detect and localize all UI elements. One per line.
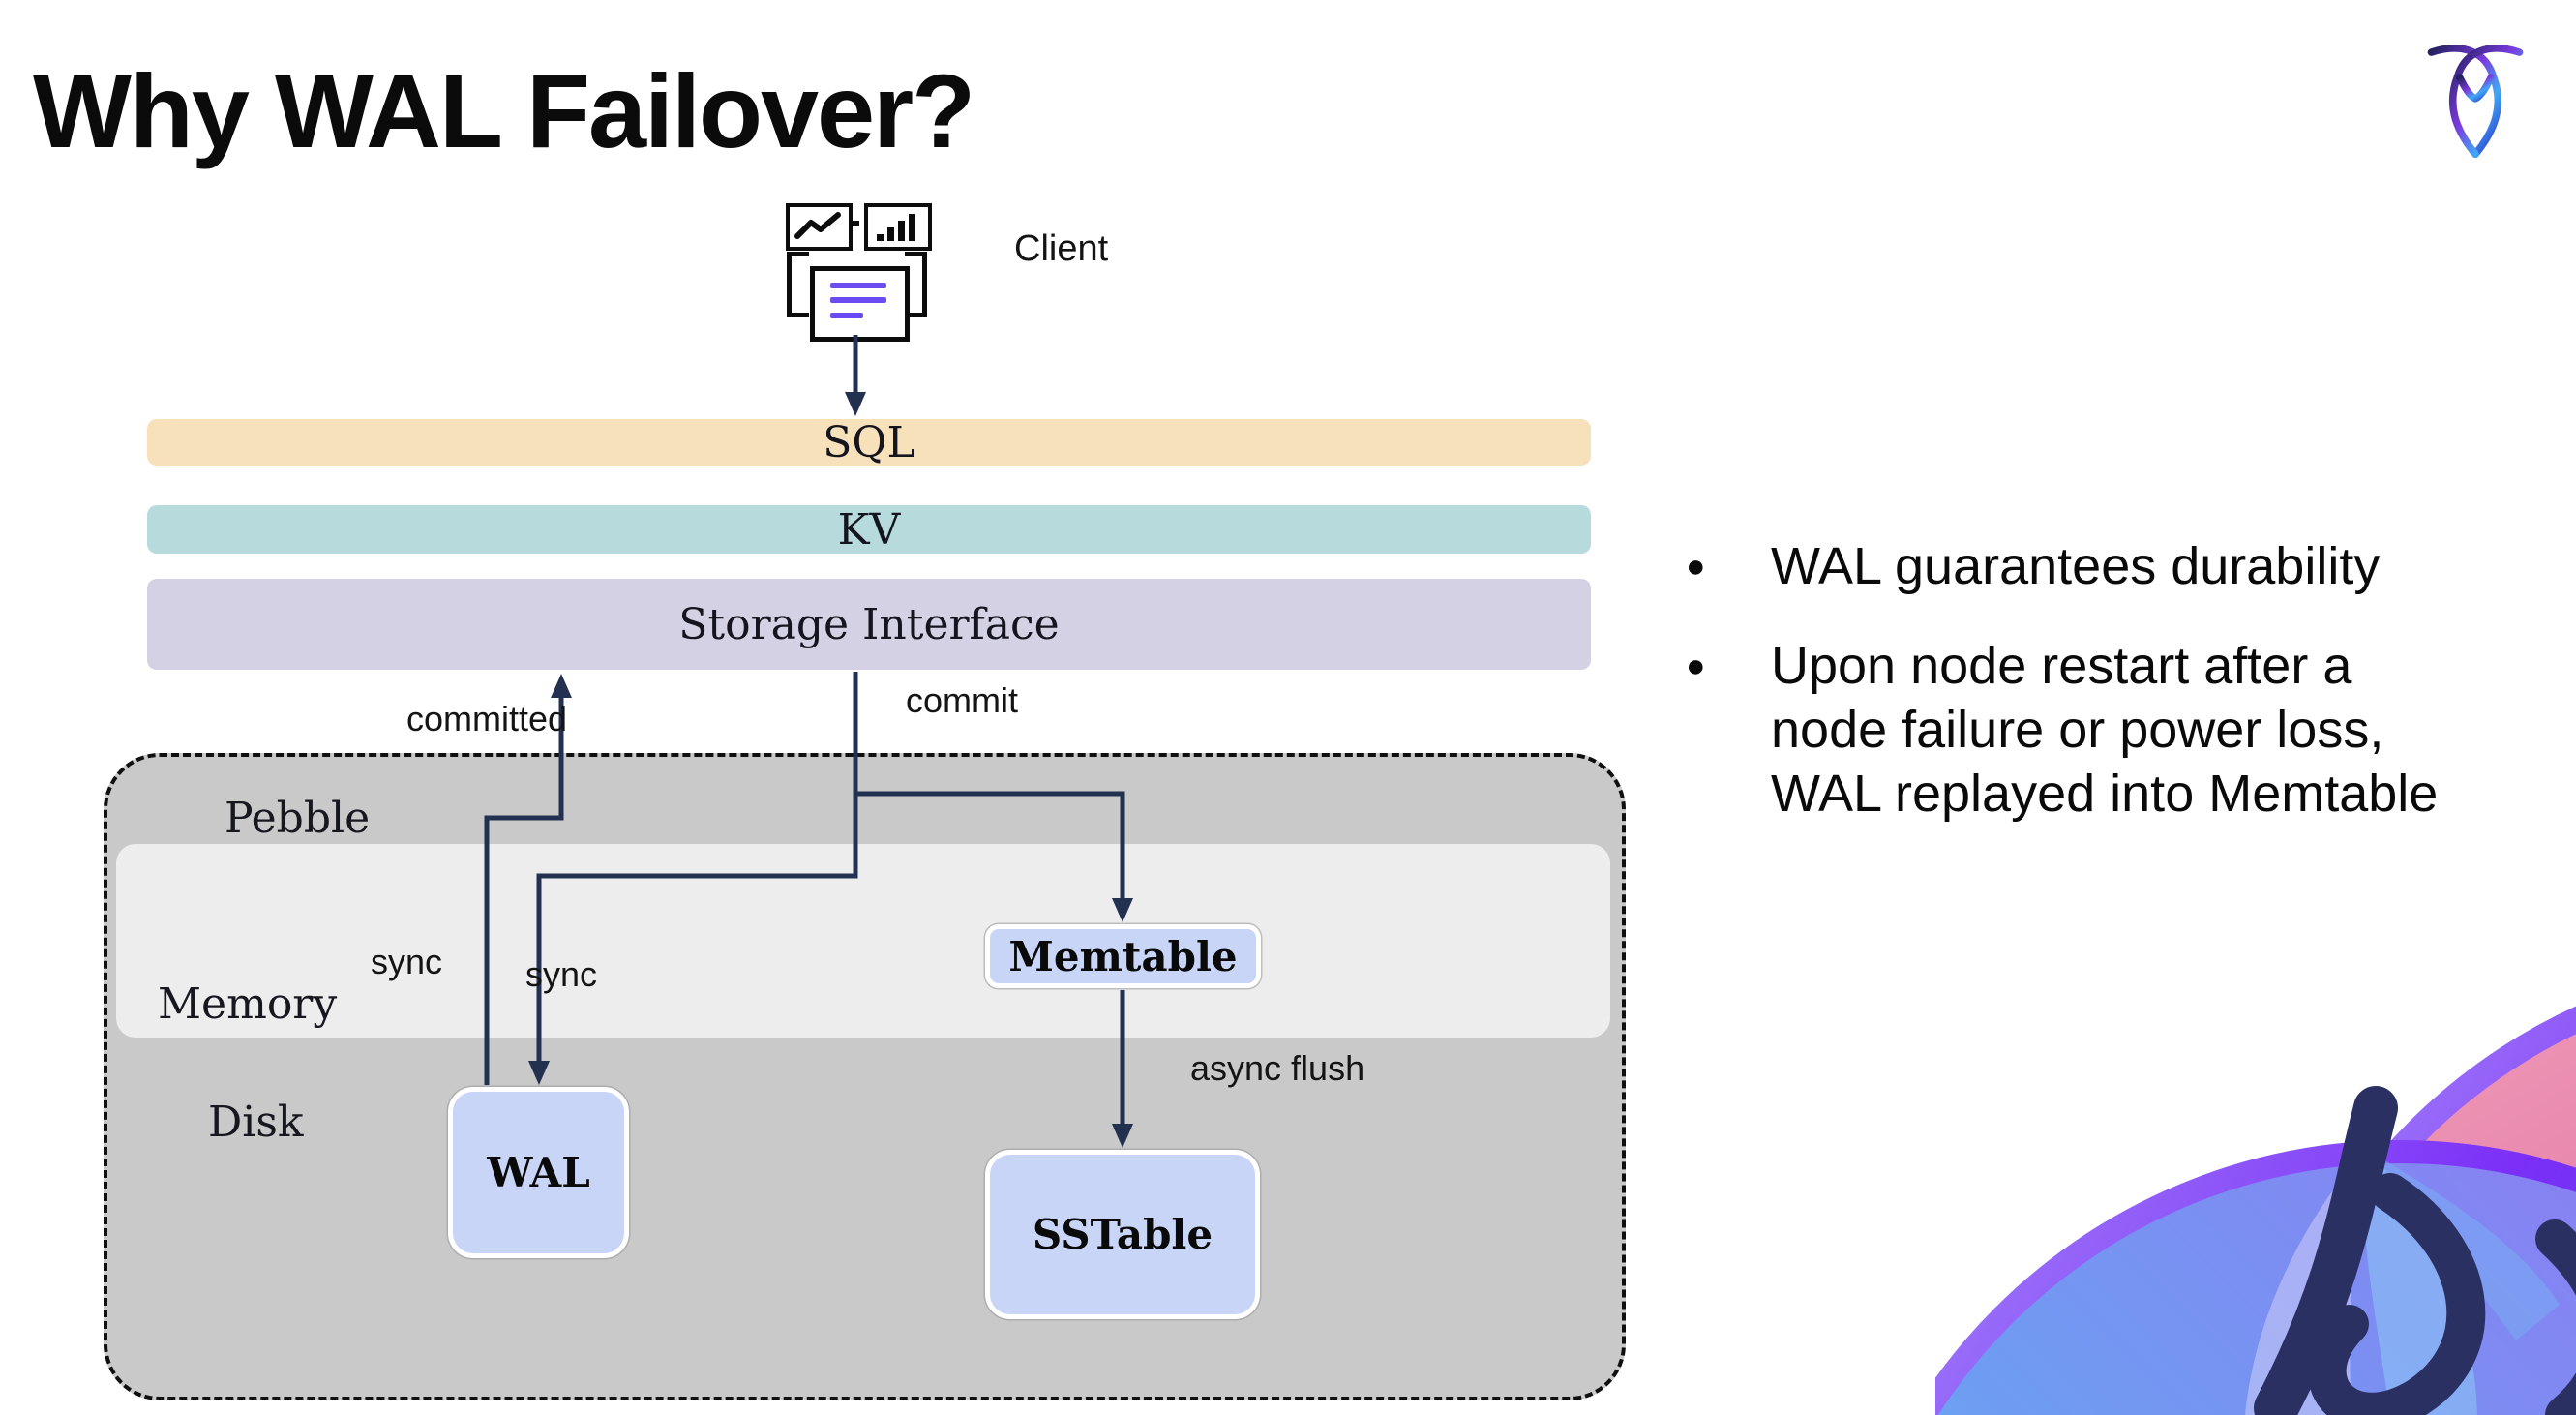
pebble-label: Pebble: [225, 794, 371, 843]
cockroachdb-logo-icon: [2427, 45, 2524, 158]
disk-label: Disk: [208, 1098, 304, 1147]
list-item: ● WAL guarantees durability: [1686, 534, 2479, 598]
layer-storage-interface: Storage Interface: [147, 579, 1591, 670]
layer-kv: KV: [147, 505, 1591, 555]
committed-edge-label: committed: [406, 699, 568, 738]
bracket-right-icon: [905, 252, 927, 317]
sstable-node: SSTable: [985, 1150, 1260, 1319]
memory-label: Memory: [158, 979, 338, 1029]
bullet-text: WAL guarantees durability: [1771, 537, 2381, 595]
bullet-dot: ●: [1686, 548, 1706, 585]
wal-node: WAL: [448, 1087, 629, 1258]
bullet-list: ● WAL guarantees durability ● Upon node …: [1686, 534, 2479, 861]
commit-edge-label: commit: [906, 680, 1018, 720]
client-label: Client: [1014, 228, 1109, 269]
async-flush-edge-label: async flush: [1190, 1048, 1365, 1088]
bullet-text: Upon node restart after a node failure o…: [1771, 637, 2439, 823]
sync-right-edge-label: sync: [525, 954, 598, 994]
document-icon: [810, 266, 910, 342]
line-chart-icon: [786, 203, 853, 251]
page-title: Why WAL Failover?: [33, 52, 975, 169]
brand-art: [1935, 1006, 2576, 1415]
dash-connector: [849, 221, 859, 226]
bullet-dot: ●: [1686, 647, 1706, 684]
memtable-node: Memtable: [985, 924, 1261, 988]
memory-band: [116, 844, 1610, 1038]
layer-sql: SQL: [147, 418, 1591, 467]
list-item: ● Upon node restart after a node failure…: [1686, 634, 2479, 826]
bar-chart-icon: [864, 203, 932, 251]
sync-left-edge-label: sync: [371, 942, 443, 981]
bracket-left-icon: [787, 252, 809, 317]
